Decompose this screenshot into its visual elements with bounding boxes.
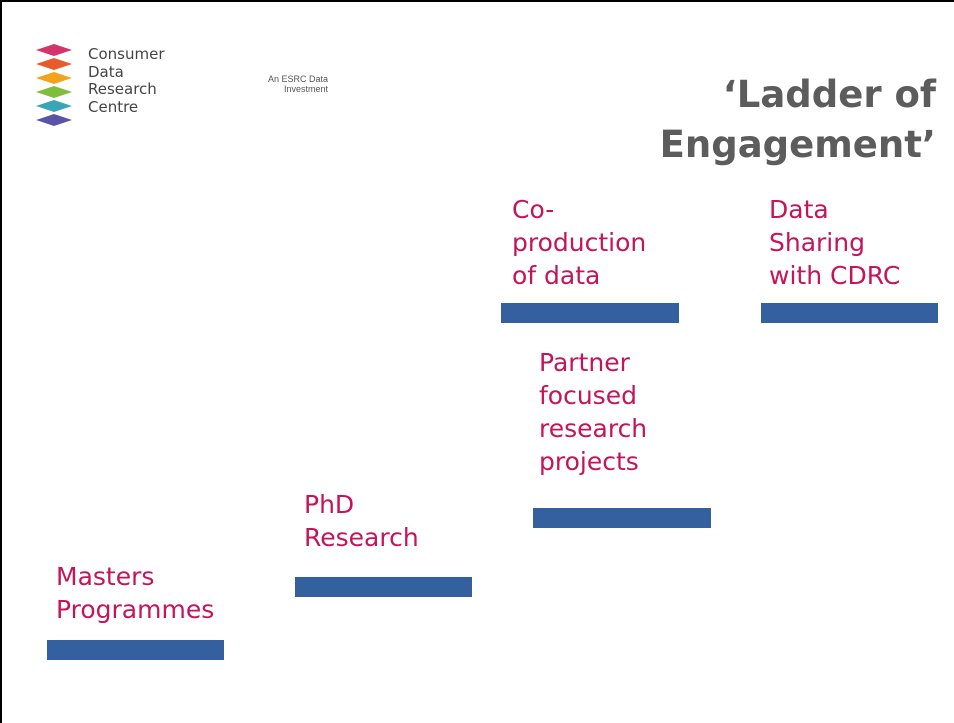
step-label-phd: PhD Research [304,488,419,554]
step-label-data-sharing: Data Sharing with CDRC [769,193,900,292]
step-label-line: Research [304,523,419,552]
cdrc-logo-icon [36,44,72,126]
logo-stripe-5 [36,100,72,112]
step-label-line: projects [539,447,639,476]
step-label-line: production [512,228,647,257]
step-label-co-production: Co- production of data [512,193,646,292]
logo-line: Centre [88,97,139,116]
frame-border-top [0,0,954,2]
step-label-line: Data [769,195,829,224]
logo-stripe-1 [36,44,72,56]
step-label-line: Programmes [56,595,215,624]
logo-stripe-6 [36,114,72,126]
slide-title: ‘Ladder of Engagement’ [660,70,936,170]
step-bar-phd [295,577,472,597]
esrc-tagline-line: An ESRC Data [267,74,328,84]
step-label-line: Co- [512,195,555,224]
logo-wordmark: Consumer Data Research Centre [88,45,165,116]
logo-stripe-2 [36,58,72,70]
step-label-line: research [539,414,648,443]
logo-stripe-4 [36,86,72,98]
step-label-partner-research: Partner focused research projects [539,346,647,478]
step-label-line: Masters [56,562,155,591]
step-bar-partner-research [533,508,711,528]
slide-title-line: ‘Ladder of [722,73,936,116]
logo-line: Research [88,80,157,98]
step-bar-co-production [501,303,679,323]
esrc-tagline-line: Investment [283,84,328,94]
step-label-line: of data [512,261,601,290]
step-label-line: PhD [304,490,355,519]
logo-stripe-3 [36,72,72,84]
step-label-line: Sharing [769,228,865,257]
step-bar-data-sharing [761,303,938,323]
logo-line: Consumer [88,45,165,63]
cdrc-logo: Consumer Data Research Centre An ESRC Da… [30,38,340,136]
step-label-masters: Masters Programmes [56,560,214,626]
step-label-line: with CDRC [769,261,901,290]
step-label-line: Partner [539,348,630,377]
frame-border-left [0,0,2,723]
logo-line: Data [88,62,124,81]
esrc-tagline: An ESRC Data Investment [256,74,328,94]
slide-title-line: Engagement’ [659,123,936,166]
step-bar-masters [47,640,224,660]
step-label-line: focused [539,381,637,410]
